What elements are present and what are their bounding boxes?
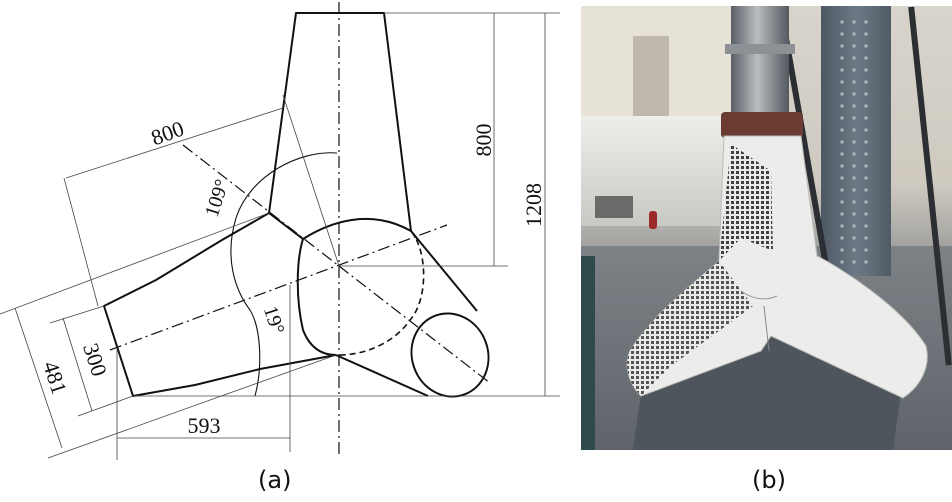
angle-19-label: 19° bbox=[259, 303, 289, 336]
angle-arc-109 bbox=[230, 152, 338, 397]
dim-754-label: 754 bbox=[212, 455, 245, 460]
top-leg-outline bbox=[268, 12, 412, 232]
angle-109-label: 109° bbox=[201, 177, 234, 220]
specimen-test-photo bbox=[581, 6, 952, 450]
dim-300-line bbox=[62, 317, 93, 412]
photo-ram-ring bbox=[725, 44, 795, 54]
dim-593-label: 593 bbox=[188, 413, 221, 438]
photo-tetrapod-specimen bbox=[626, 135, 928, 399]
dim-1208-label: 1208 bbox=[521, 183, 546, 227]
dim-481-line bbox=[14, 307, 63, 449]
dim-300-label: 300 bbox=[78, 340, 112, 379]
caption-b: (b) bbox=[752, 466, 786, 494]
central-joint-top-curve bbox=[302, 218, 412, 240]
dim-800-arm-ext-left bbox=[63, 177, 99, 307]
tetrapod-engineering-drawing: 800 1208 800 109° 481 300 19° 593 754 Un… bbox=[0, 2, 560, 460]
photo-column-holes bbox=[836, 16, 876, 266]
photo-red-valve bbox=[649, 211, 657, 229]
dim-300-ref-bottom bbox=[77, 395, 134, 417]
caption-a: (a) bbox=[258, 466, 292, 494]
hidden-circle-dashed bbox=[335, 230, 425, 356]
dim-481-ref-bottom bbox=[47, 354, 337, 459]
dim-800-arm-ext-right bbox=[282, 94, 340, 267]
left-arm-axis bbox=[109, 224, 448, 351]
dim-300-ref-top bbox=[49, 305, 105, 324]
right-arm-top-edge bbox=[410, 230, 478, 312]
dim-800-vertical-label: 800 bbox=[471, 124, 496, 157]
left-arm-outline bbox=[103, 212, 337, 397]
dim-481-ref-top bbox=[0, 212, 270, 315]
central-joint-curve bbox=[296, 238, 337, 356]
photo-machine-slot bbox=[595, 196, 633, 218]
photo-foreground-post bbox=[581, 256, 595, 450]
top-leg-to-center-line bbox=[268, 212, 304, 240]
right-arm-bottom-edge bbox=[335, 354, 429, 397]
photo-loading-cap bbox=[721, 112, 803, 138]
right-arm-end-ellipse bbox=[410, 312, 490, 398]
photo-loading-ram bbox=[731, 6, 789, 114]
dim-800-arm-label: 800 bbox=[148, 116, 188, 151]
upper-left-axis bbox=[182, 144, 340, 267]
dim-800-arm-line bbox=[65, 107, 284, 179]
right-arm-axis bbox=[338, 265, 491, 384]
